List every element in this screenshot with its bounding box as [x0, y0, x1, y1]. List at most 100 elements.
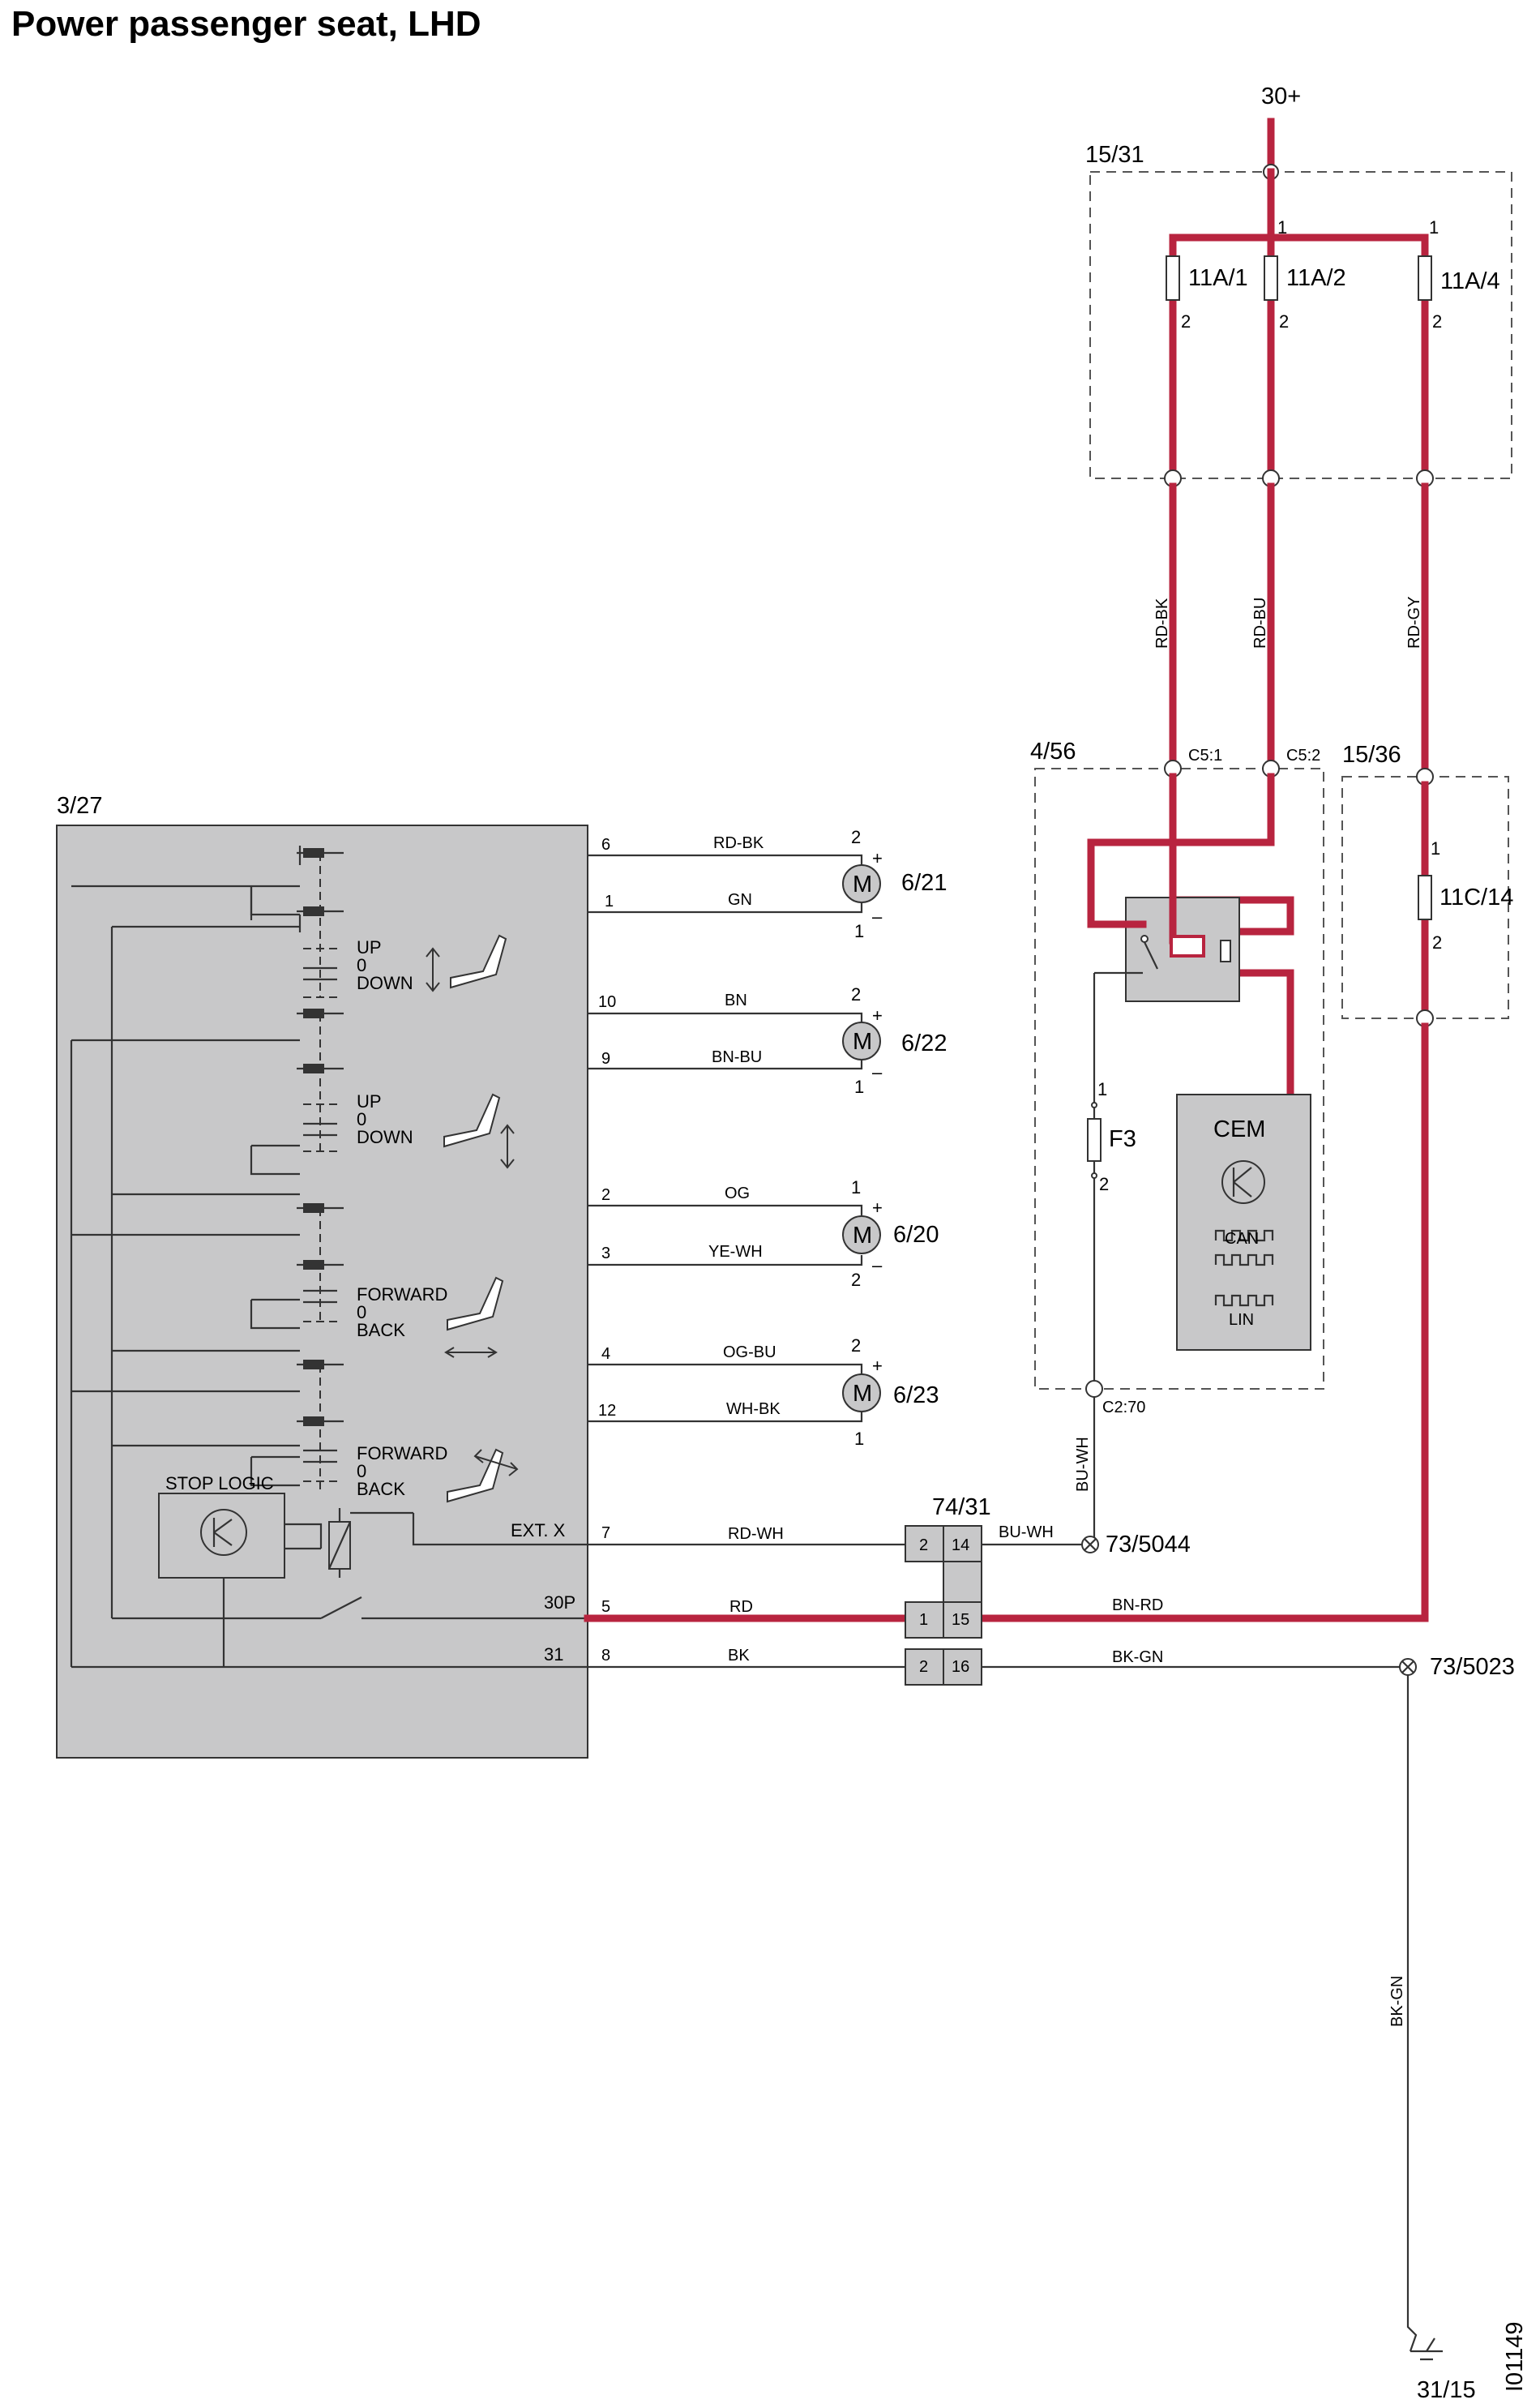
motor-wires [588, 854, 863, 1423]
svg-text:2: 2 [1181, 311, 1191, 332]
svg-text:OG-BU: OG-BU [723, 1343, 776, 1361]
cem-label: CEM [1213, 1116, 1265, 1142]
svg-text:8: 8 [601, 1647, 610, 1665]
svg-text:16: 16 [952, 1658, 969, 1676]
wire-color-bn-rd: BN-RD [1112, 1596, 1163, 1614]
seat-backrest-icon [447, 1448, 519, 1503]
lin-label: LIN [1229, 1311, 1254, 1329]
cem-module [1176, 1094, 1311, 1351]
fuse-11a4-label: 11A/4 [1440, 268, 1500, 294]
drawing-id: I01149 [1502, 2321, 1528, 2392]
svg-text:–: – [872, 1255, 883, 1275]
diagram-title: Power passenger seat, LHD [11, 4, 481, 44]
cem-lin-icon [1214, 1294, 1274, 1307]
fuse-11a4 [1418, 255, 1432, 301]
connector-74-31 [905, 1525, 982, 1686]
svg-text:1: 1 [1429, 217, 1439, 238]
motor-6-23-label: 6/23 [893, 1382, 939, 1408]
stop-logic-label: STOP LOGIC [165, 1473, 274, 1493]
svg-text:1: 1 [605, 893, 614, 910]
svg-text:M: M [853, 1029, 872, 1055]
svg-text:9: 9 [601, 1050, 610, 1068]
svg-text:M: M [853, 872, 872, 898]
svg-text:0: 0 [357, 1109, 366, 1129]
svg-text:FORWARD: FORWARD [357, 1443, 447, 1463]
fuse-11a1 [1166, 255, 1180, 301]
relay-contact [1144, 941, 1158, 970]
motor-6-22 [842, 1022, 881, 1060]
fuse-f3 [1087, 1118, 1102, 1162]
svg-text:+: + [872, 848, 883, 868]
svg-text:BACK: BACK [357, 1479, 405, 1499]
wire-color-bk-gn-v: BK-GN [1388, 1976, 1406, 2027]
svg-text:RD-WH: RD-WH [728, 1525, 784, 1543]
svg-text:+: + [872, 1356, 883, 1376]
svg-text:BN: BN [725, 992, 747, 1009]
motor-6-23 [842, 1373, 881, 1412]
svg-text:OG: OG [725, 1185, 750, 1202]
fuse-box-15-36-label: 15/36 [1342, 742, 1401, 768]
seat-switch-fore-aft [297, 1203, 344, 1322]
ground-point-73-5044-icon [1081, 1536, 1099, 1553]
fuse-11a1-label: 11A/1 [1188, 265, 1248, 291]
svg-text:2: 2 [601, 1186, 610, 1204]
supply-label: 30+ [1261, 84, 1301, 109]
svg-text:YE-WH: YE-WH [708, 1243, 763, 1261]
svg-text:2: 2 [1279, 311, 1289, 332]
wire-color-bu-wh-v: BU-WH [1074, 1437, 1092, 1492]
svg-text:UP: UP [357, 937, 382, 958]
motor-6-20-label: 6/20 [893, 1222, 939, 1248]
svg-text:BK: BK [728, 1647, 750, 1665]
fuse-11c14-label: 11C/14 [1439, 885, 1513, 910]
fuse-box-15-31 [1089, 171, 1512, 479]
svg-text:2: 2 [851, 1270, 861, 1290]
svg-text:UP: UP [357, 1091, 382, 1112]
svg-text:FORWARD: FORWARD [357, 1284, 447, 1305]
svg-text:WH-BK: WH-BK [726, 1400, 781, 1418]
motor-6-21 [842, 864, 881, 903]
motor-6-22-label: 6/22 [901, 1030, 947, 1056]
svg-text:+: + [872, 1005, 883, 1026]
svg-text:DOWN: DOWN [357, 1127, 413, 1147]
wire-bk-gn-ground [1406, 1675, 1418, 2352]
p31-label: 31 [544, 1644, 563, 1665]
svg-text:1: 1 [1431, 838, 1440, 859]
connector-74-31-label: 74/31 [932, 1494, 991, 1520]
fuse-11a2-label: 11A/2 [1286, 265, 1346, 291]
svg-text:2: 2 [851, 1335, 861, 1356]
ground-73-5044-label: 73/5044 [1106, 1532, 1191, 1557]
svg-text:5: 5 [601, 1598, 610, 1616]
fuse-box-15-31-label: 15/31 [1085, 142, 1144, 168]
wire-color-rd-gy: RD-GY [1405, 597, 1423, 649]
svg-text:M: M [853, 1223, 872, 1249]
svg-text:M: M [853, 1381, 872, 1407]
svg-text:2: 2 [1099, 1174, 1109, 1194]
wire-color-rd-bu: RD-BU [1251, 598, 1269, 649]
p30-label: 30P [544, 1592, 575, 1613]
svg-text:1: 1 [851, 1177, 861, 1198]
seat-module-internal-wiring [70, 846, 352, 1667]
svg-text:2: 2 [851, 827, 861, 847]
wire-color-bu-wh-h: BU-WH [999, 1523, 1054, 1541]
svg-text:BN-BU: BN-BU [712, 1048, 762, 1066]
seat-module-label: 3/27 [57, 793, 102, 819]
svg-text:1: 1 [854, 1429, 864, 1449]
svg-text:7: 7 [601, 1524, 610, 1542]
seat-switch-height-rear [297, 1009, 344, 1152]
svg-text:0: 0 [357, 1302, 366, 1322]
svg-text:–: – [872, 1062, 883, 1082]
can-label: CAN [1225, 1230, 1259, 1248]
svg-text:2: 2 [919, 1536, 928, 1554]
connector-c2-70: C2:70 [1102, 1399, 1145, 1416]
ground-point-73-5023-icon [1399, 1658, 1417, 1676]
svg-text:1: 1 [854, 921, 864, 941]
svg-text:DOWN: DOWN [357, 973, 413, 993]
ext-x-label: EXT. X [511, 1520, 566, 1540]
fuse-f3-label: F3 [1109, 1126, 1136, 1152]
svg-text:4: 4 [601, 1345, 610, 1363]
svg-text:0: 0 [357, 1461, 366, 1481]
connector-c5-1: C5:1 [1188, 747, 1222, 765]
svg-text:1: 1 [1277, 217, 1287, 238]
seat-fore-aft-icon [444, 1276, 504, 1358]
